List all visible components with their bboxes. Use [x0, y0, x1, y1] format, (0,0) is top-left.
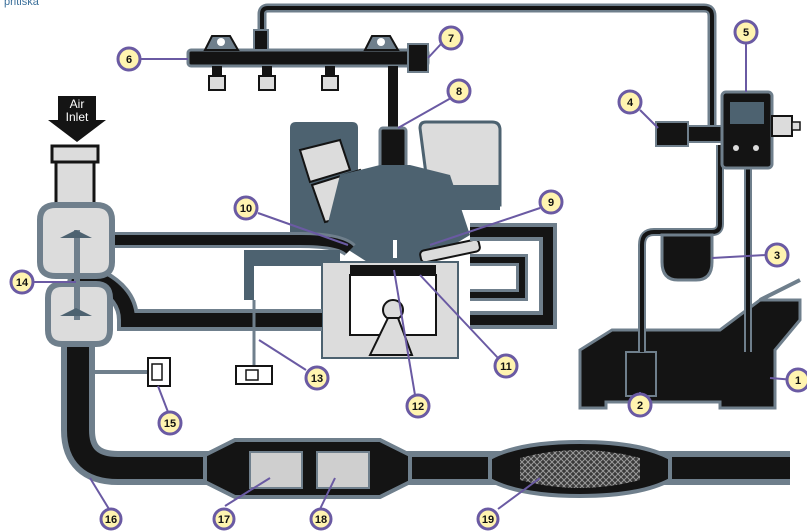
- svg-text:6: 6: [126, 54, 132, 66]
- pressure-regulator: [655, 121, 723, 147]
- fuel-rail: [186, 29, 430, 73]
- callout-18: 18: [309, 507, 333, 531]
- svg-text:2: 2: [637, 400, 643, 412]
- fuel-filter: [660, 233, 714, 282]
- wastegate-actuator: [92, 357, 171, 387]
- callout-9: 9: [538, 189, 564, 215]
- injector-1: [208, 66, 226, 91]
- callout-15: 15: [157, 410, 183, 436]
- fuel-tank: [578, 278, 802, 410]
- turbocharger: [37, 144, 115, 347]
- svg-text:9: 9: [548, 197, 554, 209]
- fuel-injectors: [208, 66, 339, 91]
- svg-text:1: 1: [795, 375, 801, 387]
- svg-text:16: 16: [105, 514, 117, 526]
- callout-1: 1: [785, 367, 807, 393]
- air-inlet-label-line2: Inlet: [66, 110, 89, 124]
- svg-text:18: 18: [315, 514, 327, 526]
- injector-2: [258, 66, 276, 91]
- intake-manifold: [70, 223, 557, 329]
- air-inlet-label-line1: Air: [70, 97, 85, 111]
- svg-text:7: 7: [448, 33, 454, 45]
- callout-6: 6: [116, 46, 142, 72]
- svg-text:17: 17: [218, 514, 230, 526]
- callout-16: 16: [99, 507, 123, 531]
- svg-text:19: 19: [482, 514, 494, 526]
- callout-2: 2: [627, 392, 653, 418]
- svg-text:15: 15: [164, 418, 176, 430]
- callout-12: 12: [405, 393, 431, 419]
- callout-19: 19: [476, 507, 500, 531]
- callout-8: 8: [446, 78, 472, 104]
- injector-feed-line: [378, 66, 408, 172]
- callout-7: 7: [438, 25, 464, 51]
- muffler: [203, 438, 412, 499]
- svg-text:8: 8: [456, 86, 462, 98]
- svg-text:4: 4: [627, 97, 634, 109]
- fuel-return-line: [257, 3, 717, 125]
- callout-4: 4: [617, 89, 643, 115]
- air-inlet-arrow: Air Inlet: [48, 96, 106, 142]
- callout-13: 13: [304, 365, 330, 391]
- callout-3: 3: [764, 242, 790, 268]
- combustion-chamber: [325, 165, 481, 265]
- callout-5: 5: [733, 19, 759, 45]
- cylinder-block: [321, 261, 459, 359]
- caption-text: pritiska: [4, 0, 39, 8]
- high-pressure-pump: [720, 90, 801, 170]
- muffler-chamber-18: [316, 451, 370, 489]
- svg-text:14: 14: [16, 277, 29, 289]
- svg-text:3: 3: [774, 250, 780, 262]
- svg-text:13: 13: [311, 373, 323, 385]
- svg-text:5: 5: [743, 27, 749, 39]
- injector-3: [321, 66, 339, 91]
- svg-text:11: 11: [500, 361, 512, 373]
- catalytic-converter: [488, 439, 672, 499]
- callout-17: 17: [212, 507, 236, 531]
- muffler-chamber-17: [249, 451, 303, 489]
- callout-11: 11: [493, 353, 519, 379]
- svg-text:12: 12: [412, 401, 424, 413]
- callout-10: 10: [233, 195, 259, 221]
- fuel-pump-in-tank: [625, 351, 657, 397]
- callout-14: 14: [9, 269, 35, 295]
- intake-pressure-sensor: [235, 300, 273, 385]
- fuel-supply-lines: [638, 145, 752, 352]
- svg-text:10: 10: [240, 203, 252, 215]
